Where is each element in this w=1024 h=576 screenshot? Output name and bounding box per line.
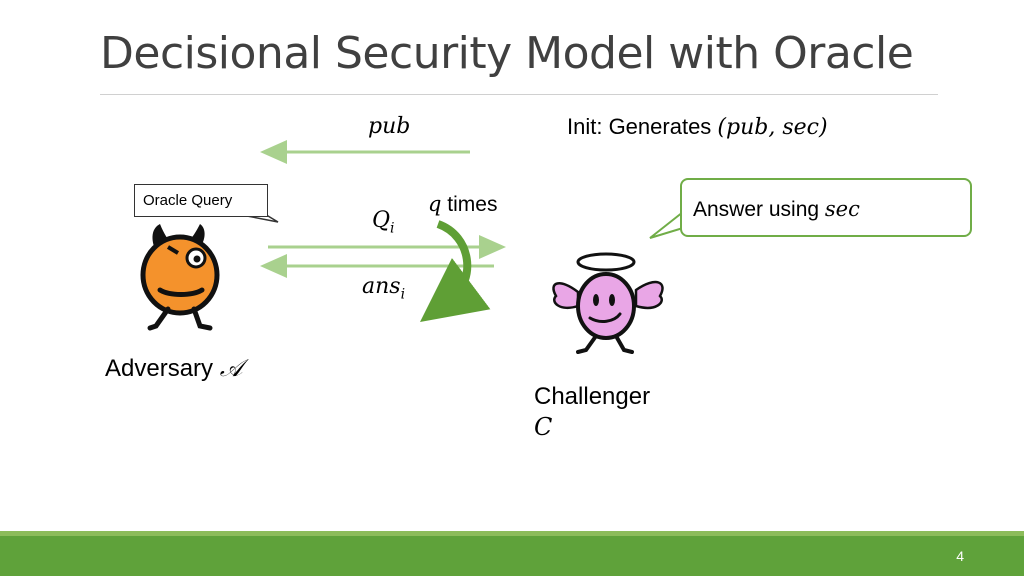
q-times-label: q times xyxy=(428,192,497,217)
times-text: times xyxy=(441,193,498,216)
q-math: q xyxy=(428,192,442,216)
footer-accent-stripe xyxy=(0,531,1024,536)
challenger-text: Challenger xyxy=(534,383,651,410)
title-divider xyxy=(100,94,938,95)
answer-label: ansi xyxy=(362,274,405,302)
adversary-math: 𝒜 xyxy=(219,354,243,382)
init-prefix: Init: Generates xyxy=(567,114,718,139)
footer-bar xyxy=(0,536,1024,576)
oracle-query-callout: Oracle Query xyxy=(134,184,268,217)
slide-title: Decisional Security Model with Oracle xyxy=(100,28,914,79)
init-label: Init: Generates (pub, sec) xyxy=(567,114,828,140)
answer-sub: i xyxy=(400,286,406,303)
adversary-label: Adversary 𝒜 xyxy=(105,354,242,383)
query-label: Qi xyxy=(372,208,395,236)
init-math: (pub, sec) xyxy=(717,115,828,140)
repeat-arrow xyxy=(420,220,491,323)
pub-label: pub xyxy=(368,114,411,139)
adversary-text: Adversary xyxy=(105,355,220,382)
page-number: 4 xyxy=(956,548,964,564)
answer-base: ans xyxy=(362,274,401,299)
answer-math: sec xyxy=(824,197,860,221)
query-base: Q xyxy=(372,208,391,233)
answer-prefix: Answer using xyxy=(693,198,825,221)
answer-callout: Answer using sec xyxy=(680,178,972,237)
challenger-math: C xyxy=(534,413,553,441)
challenger-label: Challenger C xyxy=(534,382,650,442)
oracle-query-text: Oracle Query xyxy=(143,192,233,209)
query-sub: i xyxy=(390,220,395,237)
